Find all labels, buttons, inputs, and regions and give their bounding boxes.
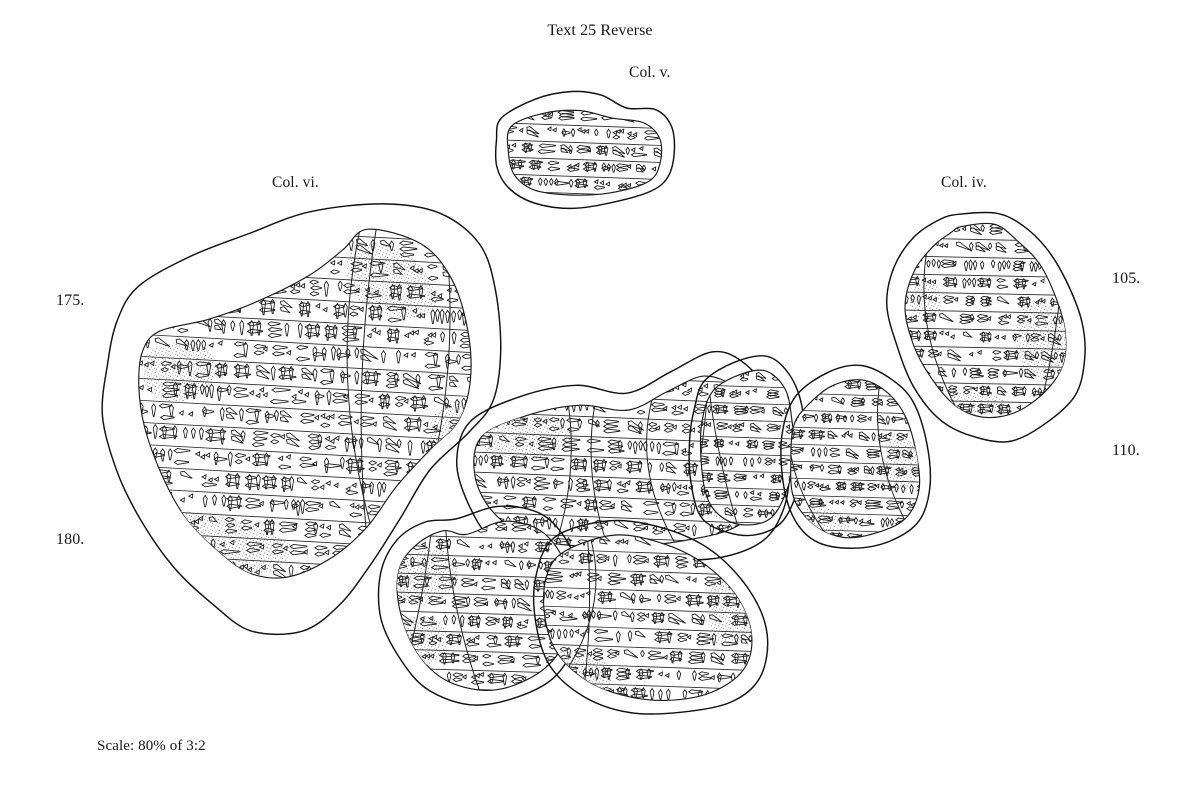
fragment-col-v-top (494, 90, 676, 210)
scale-caption: Scale: 80% of 3:2 (97, 738, 206, 754)
line-number-175: 175. (56, 292, 85, 309)
fragment-col-iv-upper (886, 211, 1086, 443)
page-title: Text 25 Reverse (547, 22, 653, 39)
fragment-small-mid-right (780, 364, 932, 549)
column-label-col-iv: Col. iv. (941, 174, 987, 191)
line-number-180: 180. (56, 531, 85, 548)
column-label-col-vi: Col. vi. (272, 174, 319, 191)
column-label-col-v: Col. v. (629, 64, 671, 81)
line-number-105: 105. (1112, 270, 1141, 287)
fragment-center-lower-right (532, 519, 769, 715)
line-number-110: 110. (1112, 442, 1140, 459)
